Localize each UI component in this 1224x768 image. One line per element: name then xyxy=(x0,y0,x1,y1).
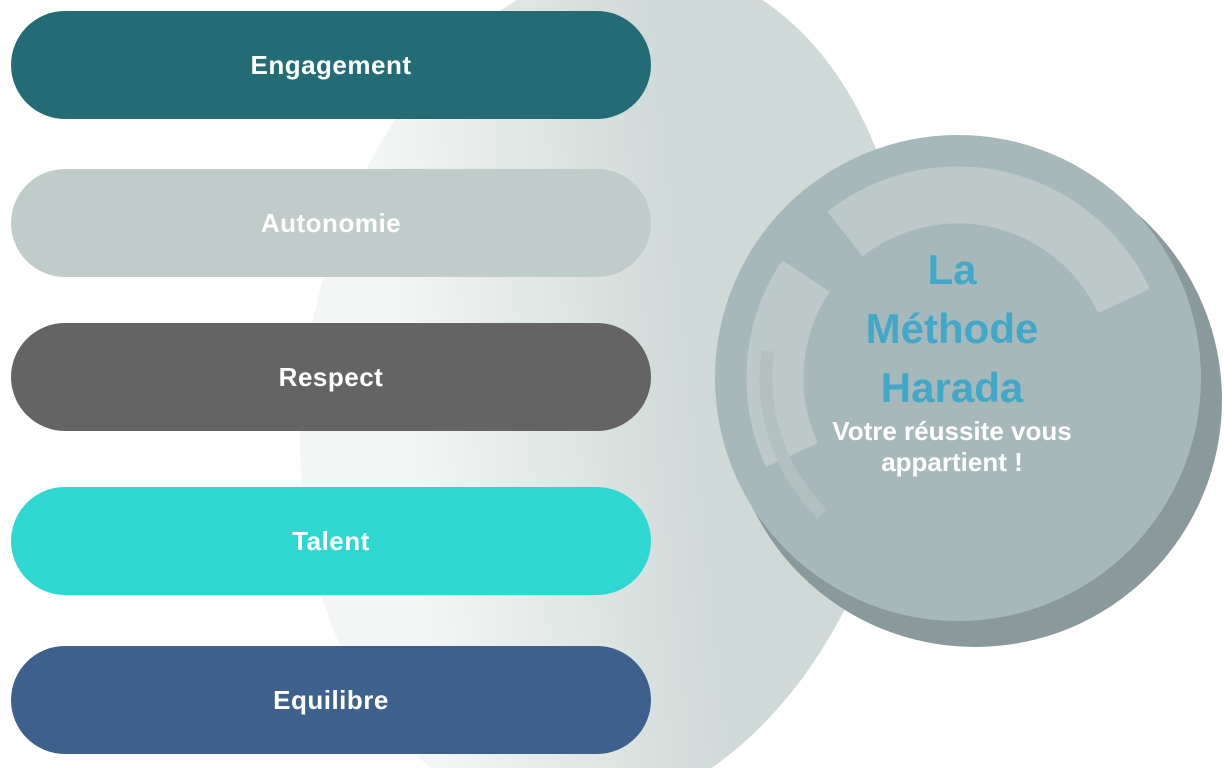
sphere-title: La Méthode Harada xyxy=(702,240,1202,417)
sphere-subtitle-line-2: appartient ! xyxy=(881,447,1023,477)
bar-respect: Respect xyxy=(11,323,651,431)
sphere-highlight-band-left xyxy=(746,260,831,467)
bar-respect-label: Respect xyxy=(278,362,384,392)
sphere-title-line-3: Harada xyxy=(880,364,1024,411)
sphere-title-line-2: Méthode xyxy=(865,305,1039,352)
bar-equilibre-label: Equilibre xyxy=(273,685,389,715)
bar-autonomie-label: Autonomie xyxy=(260,208,402,238)
bar-engagement-label: Engagement xyxy=(250,50,412,80)
bar-engagement: Engagement xyxy=(11,11,651,119)
sphere-highlight-crescent xyxy=(759,350,827,519)
sphere-subtitle-line-1: Votre réussite vous xyxy=(832,416,1072,446)
bar-autonomie: Autonomie xyxy=(11,169,651,277)
sphere-highlight-band-top xyxy=(827,166,1150,314)
bar-equilibre: Equilibre xyxy=(11,646,651,754)
bar-talent: Talent xyxy=(11,487,651,595)
sphere-subtitle: Votre réussite vous appartient ! xyxy=(752,416,1152,478)
bar-talent-label: Talent xyxy=(292,526,370,556)
sphere-title-line-1: La xyxy=(927,246,977,293)
